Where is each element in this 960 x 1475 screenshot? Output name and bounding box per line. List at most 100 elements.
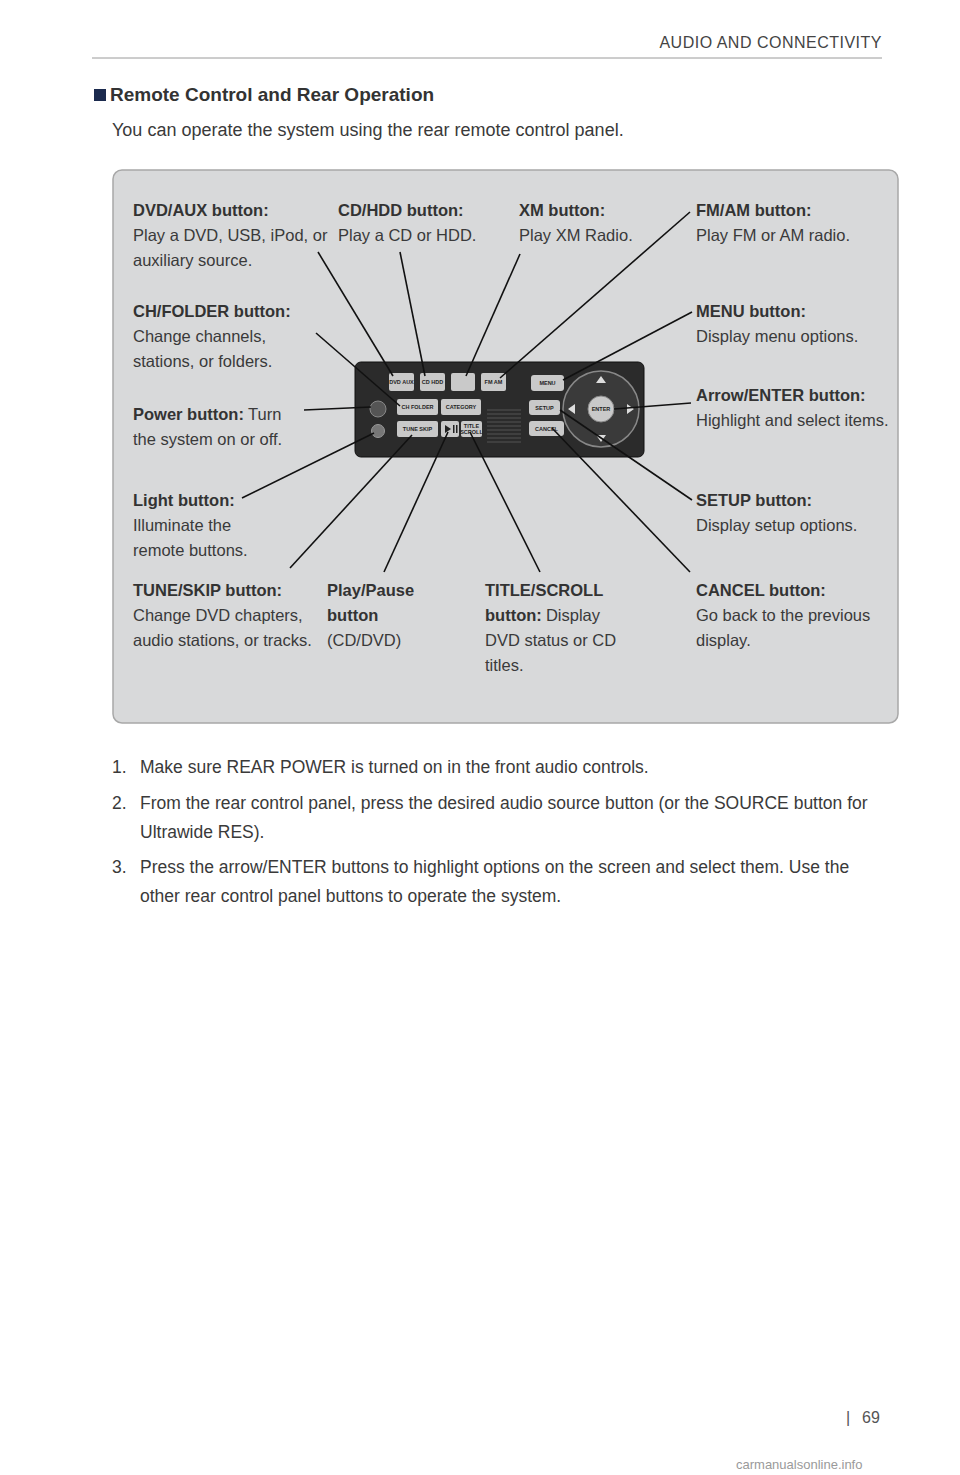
button-label: TITLE SCROLL xyxy=(460,423,483,435)
button-face: ENTER xyxy=(588,403,614,415)
ch-folder-button xyxy=(397,399,438,415)
callout-heading: SETUP button: xyxy=(696,488,891,513)
button-label: SETUP xyxy=(535,405,553,411)
remote-illustration xyxy=(355,362,644,457)
button-face: MENU xyxy=(531,375,564,391)
menu-button xyxy=(531,375,564,391)
play-pause-button xyxy=(441,421,459,437)
button-label: TUNE SKIP xyxy=(403,426,432,432)
step-number: 2. xyxy=(112,789,136,818)
step-number: 1. xyxy=(112,753,136,782)
callout-heading: Arrow/ENTER button: xyxy=(696,383,896,408)
label-text: Display menu options. xyxy=(696,327,858,345)
callout: XM button: Play XM Radio. xyxy=(519,198,689,248)
label-text: Play XM Radio. xyxy=(519,226,633,244)
button-label: CH FOLDER xyxy=(401,404,433,410)
leader-line xyxy=(470,432,540,572)
grille-stroke xyxy=(487,417,521,418)
label-text: Display setup options. xyxy=(696,516,857,534)
label-text: Highlight and select items. xyxy=(696,411,889,429)
callout: Power button:Turn the system on or off. xyxy=(133,402,308,452)
arrow-pad xyxy=(563,371,639,447)
speaker-grille xyxy=(487,410,521,442)
callout: FM/AM button:Play FM or AM radio. xyxy=(696,198,891,248)
callout: Arrow/ENTER button: Highlight and select … xyxy=(696,383,896,433)
label-text: 3. xyxy=(112,857,127,877)
label-text: carmanualsonline.info xyxy=(736,1457,862,1472)
callout: Light button: Illuminate the remote butto… xyxy=(133,488,283,563)
title-scroll-button xyxy=(461,421,482,437)
power-button xyxy=(370,401,386,417)
leader-line xyxy=(316,333,400,406)
label-text: You can operate the system using the rea… xyxy=(112,120,624,140)
button-face: SETUP xyxy=(529,400,560,415)
section-title-text: Remote Control and Rear Operation xyxy=(110,84,434,105)
leader-line xyxy=(500,212,690,378)
label-text: AUDIO AND CONNECTIVITY xyxy=(659,34,882,51)
remote-body xyxy=(355,362,644,457)
grille-stroke xyxy=(487,425,521,426)
callout-panel xyxy=(113,170,898,723)
page-header: AUDIO AND CONNECTIVITY xyxy=(0,30,882,55)
leader-line xyxy=(400,252,425,376)
grille-stroke xyxy=(487,437,521,438)
label-text: Play a DVD, USB, iPod, or auxiliary sour… xyxy=(133,226,327,269)
grille-stroke xyxy=(487,409,521,410)
button-face: CANCEL xyxy=(529,421,564,436)
grille-stroke xyxy=(487,433,521,434)
button-label: FM AM xyxy=(485,379,503,385)
light-button xyxy=(372,425,385,438)
label-text: Go back to the previous display. xyxy=(696,606,870,649)
callout: TITLE/SCROLL button:Display DVD status o… xyxy=(485,578,635,678)
button-label: ENTER xyxy=(592,406,611,412)
callout-heading: Play/Pause button xyxy=(327,578,437,628)
watermark: carmanualsonline.info xyxy=(736,1452,946,1475)
play-pause-symbol xyxy=(445,425,458,433)
label-text: Press the arrow/ENTER buttons to highlig… xyxy=(140,857,849,906)
label-text: Illuminate the remote buttons. xyxy=(133,516,248,559)
tune-skip-button xyxy=(397,421,438,437)
callout: CANCEL button:Go back to the previous di… xyxy=(696,578,881,653)
callout: SETUP button: Display setup options. xyxy=(696,488,891,538)
label-text: 1. xyxy=(112,757,127,777)
callout-heading: XM button: xyxy=(519,198,689,223)
label-text: From the rear control panel, press the d… xyxy=(140,793,868,842)
callout-heading: MENU button: xyxy=(696,299,891,324)
step-text: Press the arrow/ENTER buttons to highlig… xyxy=(140,853,885,911)
label-text: Change channels, stations, or folders. xyxy=(133,327,272,370)
label-text: 2. xyxy=(112,793,127,813)
button-label: MENU xyxy=(539,380,555,386)
callout: TUNE/SKIP button:Change DVD chapters, au… xyxy=(133,578,313,653)
label-text: Play a CD or HDD. xyxy=(338,226,476,244)
setup-button xyxy=(529,400,560,415)
label-text: 69 xyxy=(862,1409,880,1426)
intro-text: You can operate the system using the rea… xyxy=(112,118,912,143)
button-face: CH FOLDER xyxy=(397,399,438,415)
leader-line xyxy=(304,407,371,410)
button-label: CATEGORY xyxy=(446,404,477,410)
cd-hdd-button xyxy=(420,373,445,391)
button-face: CD HDD xyxy=(420,373,445,391)
leader-line xyxy=(560,410,692,500)
callout-heading: CH/FOLDER button: xyxy=(133,299,318,324)
button-face: TITLE SCROLL xyxy=(461,421,482,437)
button-face: FM AM xyxy=(481,373,506,391)
label-text: | xyxy=(846,1409,850,1426)
step-number: 3. xyxy=(112,853,136,882)
cancel-button xyxy=(529,421,564,436)
callout-heading: CD/HDD button: xyxy=(338,198,513,223)
enter-button xyxy=(588,396,614,422)
button-label: DVD AUX xyxy=(389,379,414,385)
header-rule xyxy=(92,58,882,59)
callout: CD/HDD button: Play a CD or HDD. xyxy=(338,198,513,248)
leader-lines xyxy=(242,212,692,572)
leader-line xyxy=(290,435,412,568)
callout-heading: Light button: xyxy=(133,488,283,513)
button-face: TUNE SKIP xyxy=(397,421,438,437)
callout-heading: DVD/AUX button: xyxy=(133,198,328,223)
leader-line xyxy=(466,254,520,376)
step-text: From the rear control panel, press the d… xyxy=(140,789,885,847)
label-text: Change DVD chapters, audio stations, or … xyxy=(133,606,312,649)
step-text: Make sure REAR POWER is turned on in the… xyxy=(140,753,885,782)
